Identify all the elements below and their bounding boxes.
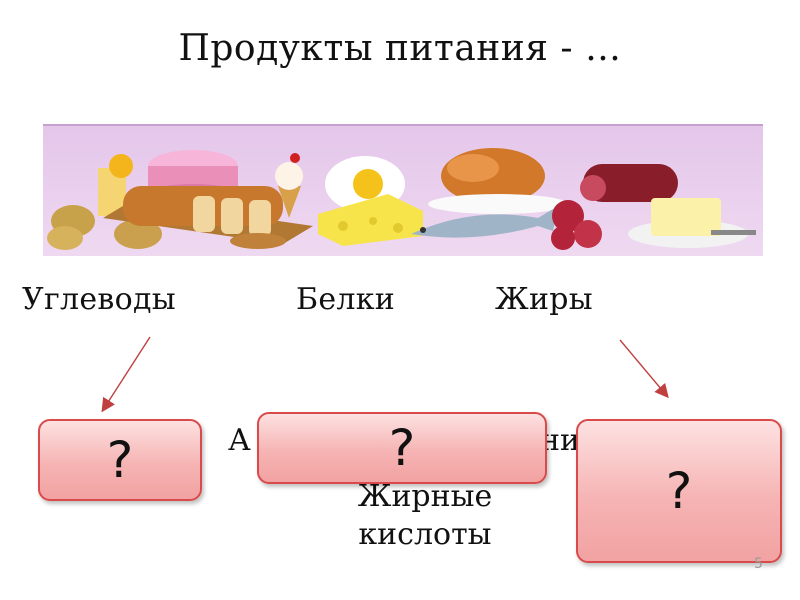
question-box-fats[interactable]: ?	[576, 419, 782, 563]
question-mark-carbs: ?	[106, 431, 134, 489]
slide-number: 5	[754, 556, 763, 572]
question-box-carbs[interactable]: ?	[38, 419, 202, 501]
category-fats: Жиры	[495, 282, 593, 317]
category-carbohydrates: Углеводы	[22, 282, 176, 317]
category-proteins: Белки	[296, 282, 396, 317]
arrow-to-fats-answer	[619, 339, 669, 399]
food-illustration-art	[47, 148, 756, 250]
hidden-answer-fragment-middle: А	[228, 423, 251, 458]
question-mark-proteins: ?	[388, 419, 416, 477]
food-illustration	[43, 124, 763, 256]
question-box-proteins[interactable]: ?	[257, 412, 547, 484]
fatty-acids-label: Жирные кислоты	[357, 479, 493, 552]
arrow-to-carbs-answer	[101, 336, 151, 413]
slide-title: Продукты питания - …	[178, 28, 622, 69]
fatty-acids-text: Жирные кислоты	[340, 478, 510, 554]
question-mark-fats: ?	[665, 462, 693, 520]
